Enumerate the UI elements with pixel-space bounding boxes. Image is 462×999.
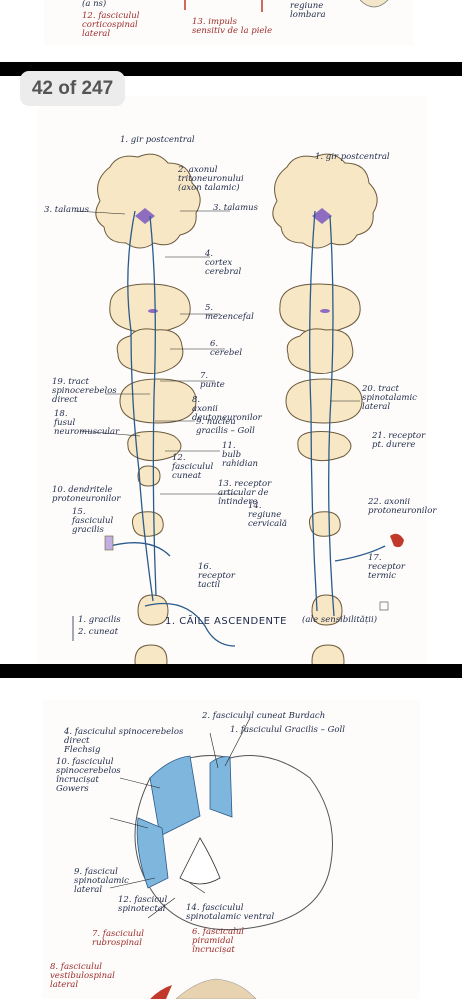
label-punte: 7. punte — [200, 371, 225, 390]
label-spinotalamic-ventral: 14. fasciculul spinotalamic ventral — [186, 903, 275, 922]
label-tract-spinotalamic: 20. tract spinotalamic lateral — [362, 384, 417, 412]
label-spinotectal: 12. fascicul spinotectal — [118, 895, 168, 914]
legend-cuneat: 2. cuneat — [78, 627, 119, 637]
label-bulb-rahidian: 11. bulb rahidian — [222, 441, 259, 469]
label-vestibulospinal-lateral: 8. fasciculul vestibulospinal lateral — [50, 962, 115, 990]
label-cerebel: 6. cerebel — [210, 339, 243, 358]
label-tract-spinocerebelos: 19. tract spinocerebelos direct — [52, 377, 117, 405]
label-axon-talamic: 2. axonul tritoneuronului (axon talamic) — [178, 165, 244, 193]
label-regiune-lombara: regiune lombara — [290, 1, 326, 20]
label-fasciculul-gracilis: 15. fasciculul gracilis — [72, 507, 114, 535]
label-piramidal-incrucisat: 6. fasciculul piramidal încrucișat — [192, 927, 245, 955]
label-receptor-tactil: 16. receptor tactil — [198, 562, 235, 590]
right-brain-section — [272, 153, 378, 664]
label-talamus-left: 3. talamus — [44, 205, 89, 215]
label-gir-postcentral-right: 1. gir postcentral — [315, 152, 390, 162]
label-axonii-protoneuronilor: 22. axonii protoneuronilor — [368, 497, 437, 516]
scanned-paper — [44, 0, 414, 46]
label-top-left: (a ns) — [82, 0, 107, 9]
page-counter-badge: 42 of 247 — [20, 71, 125, 106]
label-impuls-sensitiv: 13. impuls sensitiv de la piele — [192, 17, 273, 36]
label-fasciculul-gracilis-goll: 1. fasciculul Gracilis – Goll — [230, 725, 345, 735]
label-receptor-durere: 21. receptor pt. durere — [372, 431, 426, 450]
label-axonii-deutoneuronilor: 8. axonii deutoneuronilor — [192, 395, 262, 423]
label-spinotalamic-lateral: 9. fascicul spinotalamic lateral — [74, 867, 129, 895]
label-dendritele: 10. dendritele protoneuronilor — [52, 485, 121, 504]
termic-receptor-icon — [379, 601, 389, 611]
diagram-title-note: (ale sensibilității) — [302, 615, 378, 625]
document-page-previous: (a ns) 12. fasciculul corticospinal late… — [0, 0, 462, 62]
label-gir-postcentral-left: 1. gir postcentral — [120, 135, 195, 145]
page-top-drawing — [184, 0, 389, 12]
label-spinocerebelos-direct: 4. fasciculul spinocerebelos direct Flec… — [64, 727, 184, 755]
label-cortex-cerebral: 4. cortex cerebral — [205, 249, 242, 277]
label-mezencefal: 5. mezencefal — [205, 303, 254, 322]
fusul-icon — [104, 535, 114, 551]
ascending-pathways-diagram — [72, 153, 404, 664]
label-regiune-cervicala: 14. regiune cervicală — [248, 501, 287, 529]
scanned-paper — [42, 700, 420, 999]
label-fasciculul-cuneat-burdach: 2. fasciculul cuneat Burdach — [202, 711, 326, 721]
label-receptor-termic: 17. receptor termic — [368, 553, 405, 581]
document-page-current: 1. gir postcentral 1. gir postcentral 2.… — [0, 76, 462, 664]
label-nucleu-gracilis: 9. nucleu gracilis – Goll — [196, 417, 255, 436]
leader-lines — [74, 210, 360, 495]
label-fascicul-cuneat: 12. fasciculul cuneat — [172, 453, 214, 481]
label-rubrospinal: 7. fasciculul rubrospinal — [92, 929, 145, 948]
label-corticospinal-lateral: 12. fasciculul corticospinal lateral — [82, 11, 140, 39]
pathway-lines — [109, 210, 386, 647]
pain-receptor-icon — [390, 533, 404, 548]
label-spinocerebelos-incrucisat: 10. fasciculul spinocerebelos încrucișat… — [56, 757, 121, 794]
label-receptor-articular: 13. receptor articular de întindere — [218, 479, 272, 507]
document-page-next: 1. fasciculul Gracilis – Goll 2. fascicu… — [0, 678, 462, 999]
label-fusul-neuromuscular: 18. fusul neuromuscular — [54, 409, 120, 437]
spinal-cord-cross-section — [109, 717, 333, 999]
diagram-title: 1. CĂILE ASCENDENTE — [165, 616, 287, 627]
legend-gracilis: 1. gracilis — [78, 615, 121, 625]
label-talamus-right: 3. talamus — [213, 203, 258, 213]
